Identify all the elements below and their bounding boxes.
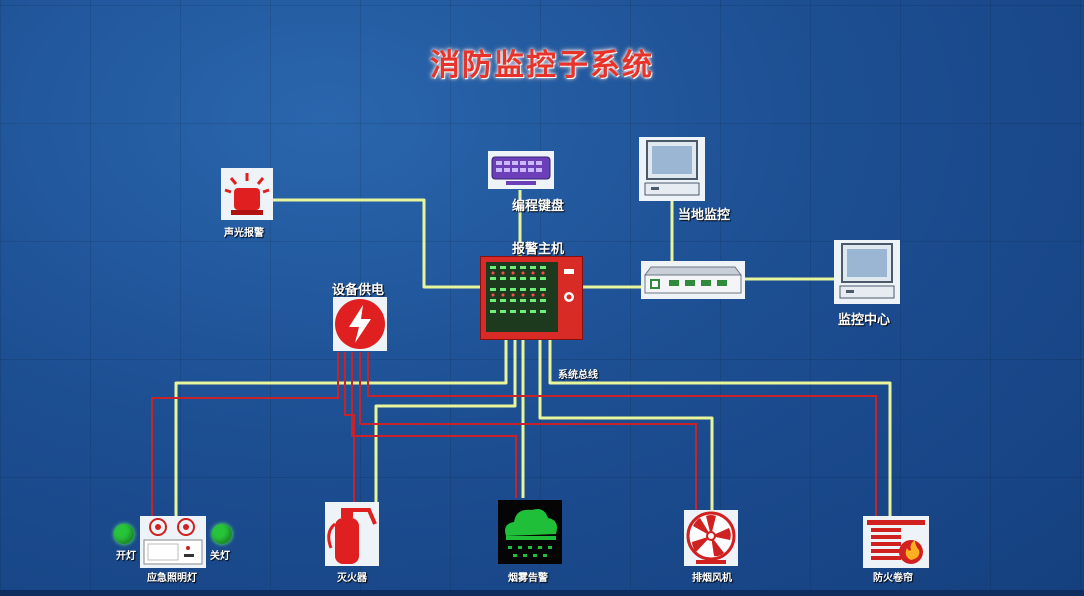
local-monitor-label: 当地监控 [678,208,731,223]
page-title: 消防监控子系统 [430,48,654,83]
smoke-alarm-label: 烟雾告警 [508,573,548,584]
siren-node[interactable] [221,168,273,220]
siren-label: 声光报警 [224,228,264,239]
system-bus-label: 系统总线 [558,370,598,381]
alarm-host-label: 报警主机 [512,242,565,257]
exhaust-fan-label: 排烟风机 [692,573,732,584]
extinguisher-label: 灭火器 [337,573,367,584]
wire-bus-fan [538,338,714,510]
monitor-center-label: 监控中心 [838,313,891,328]
emergency-light-label: 应急照明灯 [147,573,197,584]
smoke-cloud-icon [505,509,557,557]
light-off-label: 关灯 [210,551,230,562]
network-switch-node[interactable] [641,261,745,299]
wire-bus-extinguisher [374,338,517,506]
light-on-label: 开灯 [116,551,136,562]
alarm-host-node[interactable] [480,256,583,340]
power-wire-emergency [151,352,339,516]
emergency-light-node[interactable] [140,516,206,568]
wire-bus-emergency [174,338,508,516]
power-wire-smoke [351,352,517,498]
bottom-bar [0,590,1084,596]
siren-icon [224,173,270,215]
emergency-light-icon [143,518,203,565]
monitor-center-node[interactable] [834,240,900,304]
network-switch-icon [644,266,742,294]
computer-monitor-icon [644,140,700,196]
wire-siren-host [272,198,482,289]
alarm-panel-icon [486,262,574,332]
light-on-indicator[interactable] [114,524,134,544]
fire-shutter-label: 防火卷帘 [873,573,913,584]
fan-icon [686,511,736,564]
power-wire-extinguisher [344,352,355,506]
fire-shutter-icon [867,520,925,564]
power-wire-shutter [367,352,877,516]
power-supply-label: 设备供电 [332,283,385,298]
keyboard-label: 编程键盘 [512,199,565,214]
wire-bus-shutter [548,338,892,516]
lightning-icon [335,299,385,349]
keyboard-node[interactable] [488,151,554,189]
extinguisher-node[interactable] [325,502,379,566]
power-supply-node[interactable] [333,297,387,351]
light-off-indicator[interactable] [212,524,232,544]
computer-monitor-icon [839,243,895,299]
smoke-alarm-node[interactable] [498,500,562,564]
power-wire-fan [359,352,697,510]
keyboard-icon [491,156,551,185]
exhaust-fan-node[interactable] [684,510,738,566]
fire-extinguisher-icon [327,508,377,564]
local-monitor-node[interactable] [639,137,705,201]
fire-shutter-node[interactable] [863,516,929,568]
